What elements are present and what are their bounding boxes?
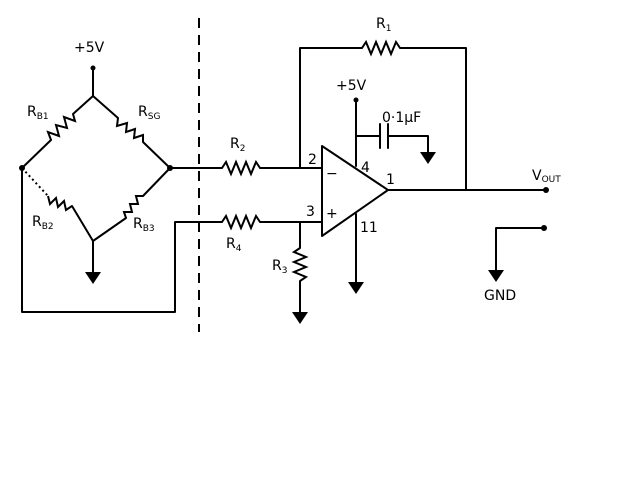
gnd-label: GND <box>484 288 516 304</box>
rb2-resistor <box>21 167 94 242</box>
bypass-capacitor <box>355 123 436 164</box>
pin4-label: 4 <box>361 160 370 176</box>
op-amp-triangle <box>321 145 389 237</box>
pin1-label: 1 <box>386 172 395 188</box>
bridge-ground-icon <box>85 272 101 284</box>
bridge-supply-node <box>90 65 96 71</box>
pin2-label: 2 <box>308 152 317 168</box>
op-amp <box>321 97 549 294</box>
vout-label: VOUT <box>532 168 561 185</box>
rb2-label: RB2 <box>32 214 54 232</box>
r2-label: R2 <box>230 136 245 154</box>
r3-resistor <box>291 221 309 324</box>
rb1-label: RB1 <box>27 104 49 122</box>
bridge-return-wire <box>21 167 220 313</box>
bridge-supply-label: +5V <box>74 40 105 56</box>
opamp-ground-icon <box>348 282 364 294</box>
capacitor-label: 0·1μF <box>382 110 421 126</box>
vout-terminal <box>543 187 549 193</box>
pin3-label: 3 <box>306 204 315 220</box>
r2-resistor <box>169 159 323 177</box>
r4-resistor <box>218 213 323 231</box>
wheatstone-bridge <box>19 65 220 313</box>
noninverting-input-label: + <box>326 206 338 222</box>
rb3-label: RB3 <box>133 216 155 234</box>
r1-label: R1 <box>376 16 391 34</box>
r3-ground-icon <box>292 312 308 324</box>
pin11-label: 11 <box>360 220 378 236</box>
rsg-resistor <box>92 95 171 169</box>
opamp-supply-label: +5V <box>336 78 367 94</box>
gnd-terminal-icon <box>488 270 504 282</box>
opamp-supply-node <box>353 97 359 103</box>
r4-label: R4 <box>226 236 242 254</box>
rb1-resistor <box>21 95 94 169</box>
r1-feedback <box>299 39 467 191</box>
rsg-label: RSG <box>138 104 160 122</box>
inverting-input-label: − <box>326 166 338 182</box>
r3-label: R3 <box>272 258 287 276</box>
gnd-terminal <box>488 225 547 282</box>
capacitor-ground-icon <box>420 152 436 164</box>
rb3-resistor <box>92 167 171 242</box>
